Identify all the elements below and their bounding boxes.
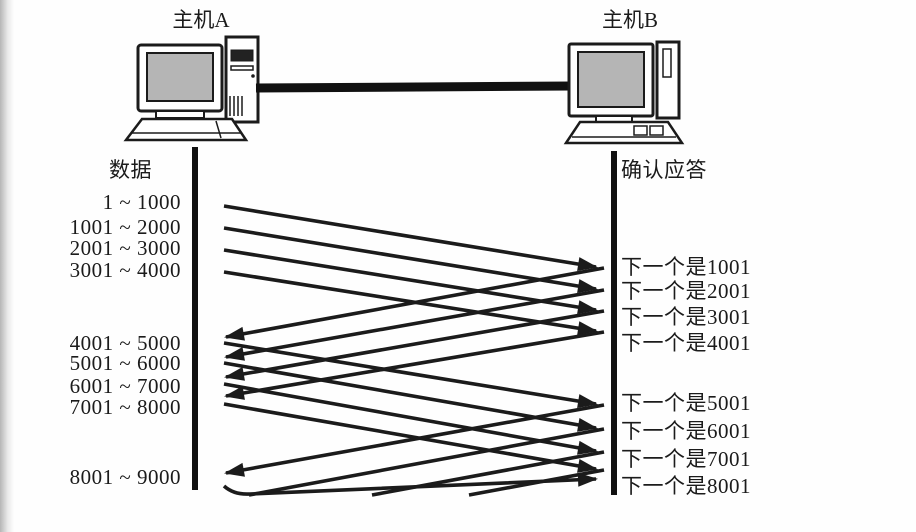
data-arrow-2001-3000: [223, 248, 598, 315]
host-b-label: 主机B: [601, 8, 658, 32]
ack-arrow-2001: [224, 288, 605, 361]
host-a-power-button: [251, 74, 255, 78]
host-a-keyboard-divider: [215, 120, 222, 139]
ack-arrows: [224, 266, 605, 497]
data-arrow-1-1000: [223, 204, 598, 271]
ack-arrow-4001: [224, 330, 605, 400]
host-a-floppy-slot: [230, 49, 254, 62]
ack-label-4: 下一个是4001: [621, 331, 751, 355]
host-a-keyboard: [123, 117, 249, 142]
ack-arrow-7001-clipped: [371, 450, 605, 497]
ack-label-7: 下一个是7001: [621, 447, 751, 471]
ack-label-8: 下一个是8001: [621, 474, 751, 498]
host-b-key1: [633, 125, 648, 136]
ack-label-5: 下一个是5001: [621, 391, 751, 415]
segment-label-2: 1001 ~ 2000: [69, 215, 181, 239]
data-arrow-4001-5000: [223, 341, 598, 408]
host-b-key2: [649, 125, 664, 136]
data-arrow-7001-8000: [223, 402, 598, 473]
ack-column-header: 确认应答: [621, 158, 707, 182]
segment-label-7: 6001 ~ 7000: [69, 374, 181, 398]
data-arrow-1001-2000: [223, 226, 598, 293]
segment-label-3: 2001 ~ 3000: [69, 236, 181, 260]
segment-label-5: 4001 ~ 5000: [69, 331, 181, 355]
host-b-screen: [577, 51, 645, 108]
data-arrows: [222, 204, 598, 496]
data-arrow-6001-7000: [223, 382, 598, 455]
segment-label-9: 8001 ~ 9000: [69, 465, 181, 489]
ack-arrow-6001-clipped: [248, 427, 605, 497]
ack-label-1: 下一个是1001: [621, 255, 751, 279]
ack-arrow-1001: [224, 266, 605, 341]
host-b-tower-slot: [662, 48, 672, 78]
ack-arrow-5001: [224, 403, 605, 477]
ack-label-6: 下一个是6001: [621, 419, 751, 443]
ack-arrow-3001: [224, 309, 605, 381]
host-b-keyboard: [563, 120, 685, 145]
scan-gutter-shadow: [0, 0, 14, 532]
host-a-slot2: [230, 65, 254, 71]
segment-label-1: 1 ~ 1000: [102, 190, 181, 214]
data-arrow-3001-4000: [223, 270, 598, 336]
host-b-icon: [563, 40, 685, 145]
host-a-screen: [146, 52, 214, 102]
segment-label-4: 3001 ~ 4000: [69, 258, 181, 282]
ack-label-3: 下一个是3001: [621, 305, 751, 329]
segment-label-6: 5001 ~ 6000: [69, 351, 181, 375]
network-cable: [255, 81, 573, 93]
host-a-monitor-stand: [155, 110, 205, 119]
host-a-label: 主机A: [172, 8, 230, 32]
segment-label-8: 7001 ~ 8000: [69, 395, 181, 419]
data-column-header: 数据: [109, 158, 152, 182]
host-a-vents: [229, 96, 243, 116]
ack-arrow-8001-clipped: [468, 468, 605, 497]
ack-label-2: 下一个是2001: [621, 279, 751, 303]
host-a-icon: [123, 35, 260, 142]
